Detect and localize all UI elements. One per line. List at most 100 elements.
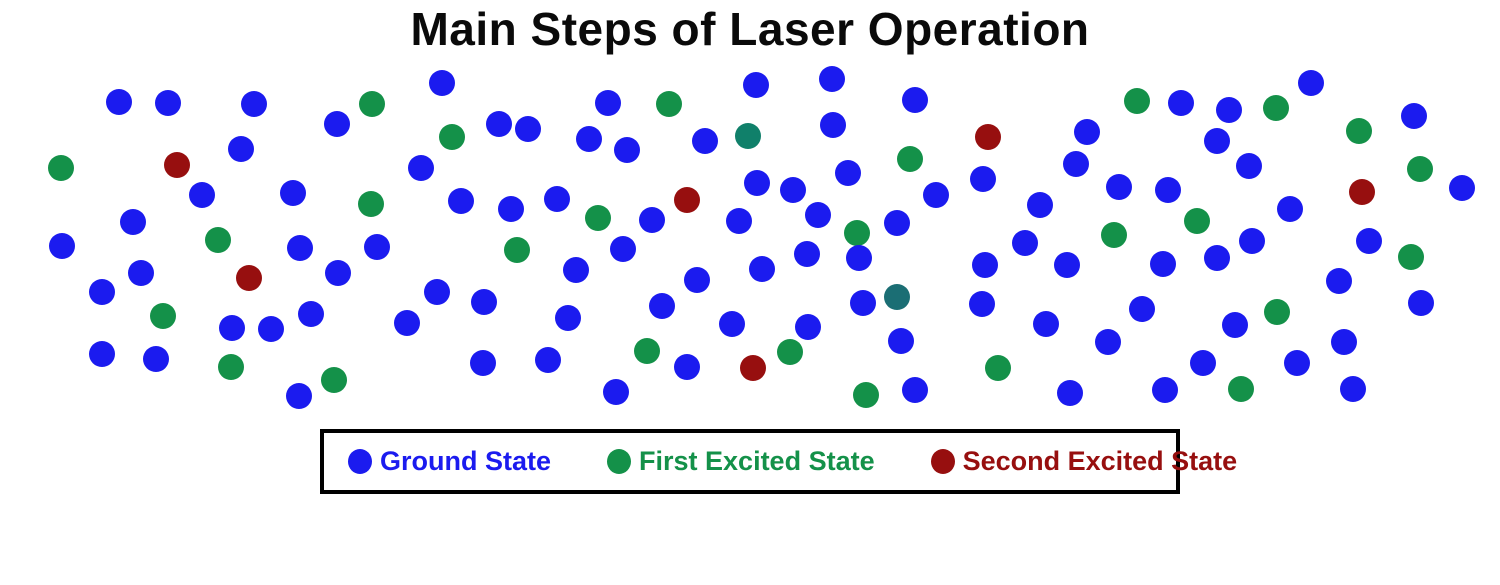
atom-dot (535, 347, 561, 373)
atom-dot (324, 111, 350, 137)
atom-dot (321, 367, 347, 393)
legend-label-second-excited-state: Second Excited State (962, 446, 1238, 476)
atom-dot (902, 377, 928, 403)
diagram-title: Main Steps of Laser Operation (410, 3, 1090, 55)
atom-dot (287, 235, 313, 261)
atom-dot (555, 305, 581, 331)
legend-label-ground-state: Ground State (380, 446, 552, 476)
atom-dot (610, 236, 636, 262)
atom-dot (298, 301, 324, 327)
atom-dot (735, 123, 761, 149)
atom-dot (1264, 299, 1290, 325)
atom-dot (219, 315, 245, 341)
atom-dot (498, 196, 524, 222)
legend-item-second-excited-state: Second Excited State (930, 446, 1238, 476)
atom-dot (408, 155, 434, 181)
atom-dot (236, 265, 262, 291)
legend-item-ground-state: Ground State (348, 448, 551, 475)
atom-dot (985, 355, 1011, 381)
atom-dot (674, 187, 700, 213)
atom-dot (969, 291, 995, 317)
atom-dot (1284, 350, 1310, 376)
atom-dot (155, 90, 181, 116)
atom-dot (1401, 103, 1427, 129)
atom-dot (835, 160, 861, 186)
atom-dot (448, 188, 474, 214)
atom-dot (1184, 208, 1210, 234)
atom-dot (563, 257, 589, 283)
atom-dot (649, 293, 675, 319)
atom-dot (692, 128, 718, 154)
atom-dot (884, 284, 910, 310)
atom-dot (1263, 95, 1289, 121)
atom-dot (150, 303, 176, 329)
atom-dot (1033, 311, 1059, 337)
atom-dot (749, 256, 775, 282)
atom-dot (744, 170, 770, 196)
atom-dot (205, 227, 231, 253)
atom-dot (143, 346, 169, 372)
atom-dot (48, 155, 74, 181)
atom-dot (89, 279, 115, 305)
atom-dot (1216, 97, 1242, 123)
atom-dot (470, 350, 496, 376)
atom-dot (394, 310, 420, 336)
atom-dot (429, 70, 455, 96)
legend-item-first-excited-state: First Excited State (607, 448, 875, 475)
atom-dot (780, 177, 806, 203)
atom-dot (1063, 151, 1089, 177)
atom-dot (280, 180, 306, 206)
atom-dot (1204, 128, 1230, 154)
atom-dot (1331, 329, 1357, 355)
atom-dot (1356, 228, 1382, 254)
atom-dot (544, 186, 570, 212)
atom-dot (1239, 228, 1265, 254)
atom-dot (1298, 70, 1324, 96)
atom-dot (1168, 90, 1194, 116)
atom-dot (1204, 245, 1230, 271)
atom-dot (884, 210, 910, 236)
atom-dot (923, 182, 949, 208)
atom-dot (1074, 119, 1100, 145)
atom-dot (603, 379, 629, 405)
atom-dot (975, 124, 1001, 150)
atom-dot (1349, 179, 1375, 205)
atom-dot (128, 260, 154, 286)
atom-dot (777, 339, 803, 365)
atom-dot (850, 290, 876, 316)
atom-dot (674, 354, 700, 380)
atom-dot (1150, 251, 1176, 277)
atom-dot (486, 111, 512, 137)
atom-dot (504, 237, 530, 263)
atom-dot (1449, 175, 1475, 201)
atom-dot (1012, 230, 1038, 256)
first-excited-state-marker-icon (607, 449, 632, 474)
atom-dot (897, 146, 923, 172)
atom-dot (846, 245, 872, 271)
atom-dot (1155, 177, 1181, 203)
atom-dot (471, 289, 497, 315)
atom-dot (1054, 252, 1080, 278)
atom-dot (359, 91, 385, 117)
second-excited-state-marker-icon (930, 449, 955, 474)
atom-dot (888, 328, 914, 354)
atom-dot (743, 72, 769, 98)
atom-dot (258, 316, 284, 342)
atom-dot (614, 137, 640, 163)
atom-dot (515, 116, 541, 142)
atom-dot (1326, 268, 1352, 294)
atom-dot (585, 205, 611, 231)
atom-dot (228, 136, 254, 162)
atom-dot (726, 208, 752, 234)
atom-dot (1190, 350, 1216, 376)
atom-dot (424, 279, 450, 305)
atom-dot (189, 182, 215, 208)
atom-dot (89, 341, 115, 367)
atom-dot (49, 233, 75, 259)
atom-dot (218, 354, 244, 380)
atom-dot (656, 91, 682, 117)
atom-dot (439, 124, 465, 150)
atom-dot (972, 252, 998, 278)
